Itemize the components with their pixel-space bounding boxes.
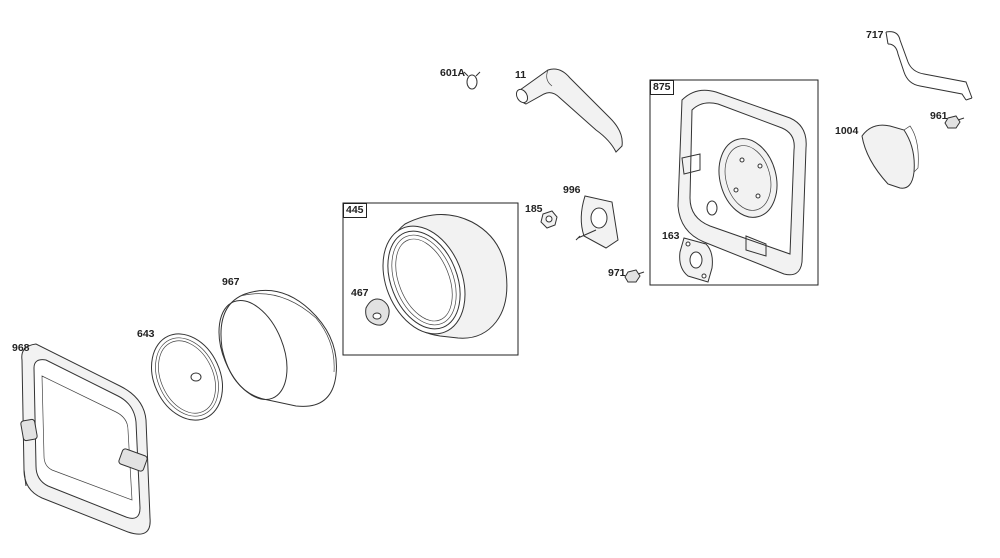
- pre-cleaner-643[interactable]: [138, 322, 236, 431]
- group-box-875: [649, 79, 819, 286]
- part-number-445[interactable]: 445: [343, 203, 367, 218]
- air-cleaner-base-875[interactable]: [677, 89, 807, 276]
- part-number-717[interactable]: 717: [866, 29, 884, 41]
- part-number-971[interactable]: 971: [608, 267, 626, 279]
- nut-185[interactable]: [540, 210, 558, 229]
- bracket-717[interactable]: [885, 31, 973, 101]
- air-filter-445[interactable]: [368, 213, 508, 346]
- part-number-163[interactable]: 163: [662, 230, 680, 242]
- part-number-1004[interactable]: 1004: [835, 125, 859, 137]
- bracket-996[interactable]: [575, 195, 619, 249]
- part-number-467[interactable]: 467: [351, 287, 369, 299]
- breather-tube-11[interactable]: [514, 68, 623, 153]
- part-number-875[interactable]: 875: [650, 80, 674, 95]
- screw-961[interactable]: [944, 115, 965, 129]
- part-number-11[interactable]: 11: [515, 69, 527, 81]
- screw-971[interactable]: [624, 269, 645, 283]
- shroud-1004[interactable]: [861, 124, 919, 189]
- part-number-185[interactable]: 185: [525, 203, 543, 215]
- knob-467[interactable]: [365, 298, 390, 326]
- part-number-968[interactable]: 968: [12, 342, 30, 354]
- group-box-445: [342, 202, 519, 356]
- part-number-996[interactable]: 996: [563, 184, 581, 196]
- air-cleaner-cover-968[interactable]: [20, 343, 151, 535]
- filter-sleeve-967[interactable]: [206, 289, 337, 409]
- hose-clamp-601A[interactable]: [463, 71, 481, 90]
- part-number-643[interactable]: 643: [137, 328, 155, 340]
- part-number-967[interactable]: 967: [222, 276, 240, 288]
- part-number-601A[interactable]: 601A: [440, 67, 466, 79]
- part-number-961[interactable]: 961: [930, 110, 948, 122]
- gasket-163[interactable]: [679, 237, 713, 283]
